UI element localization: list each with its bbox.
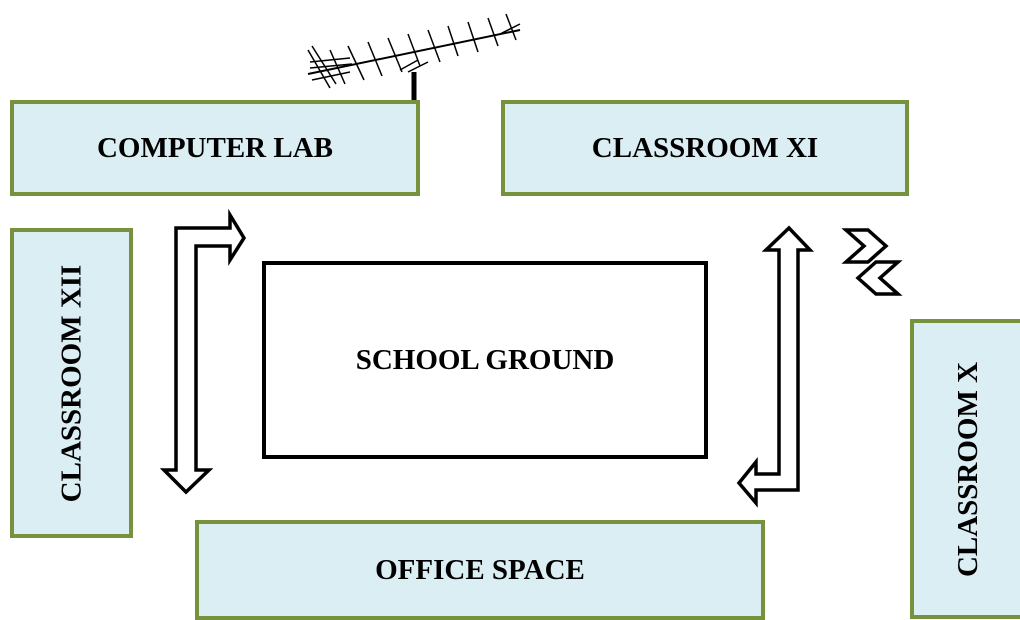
antenna-icon [307, 13, 521, 100]
office-space-label: OFFICE SPACE [375, 553, 585, 586]
double-chevron-icon [841, 228, 903, 296]
classroom-x-block: CLASSROOM X [910, 319, 1020, 619]
classroom-xi-label: CLASSROOM XI [591, 131, 819, 164]
classroom-xi-block: CLASSROOM XI [501, 100, 909, 196]
school-ground-label: SCHOOL GROUND [355, 343, 615, 376]
double-arrow-right-icon [736, 225, 815, 508]
computer-lab-block: COMPUTER LAB [10, 100, 420, 196]
classroom-xii-block: CLASSROOM XII [10, 228, 133, 538]
diagram-overlay [159, 13, 903, 508]
double-arrow-left-icon [159, 208, 247, 495]
computer-lab-label: COMPUTER LAB [96, 131, 334, 164]
office-space-block: OFFICE SPACE [195, 520, 765, 620]
school-ground-block: SCHOOL GROUND [262, 261, 708, 459]
